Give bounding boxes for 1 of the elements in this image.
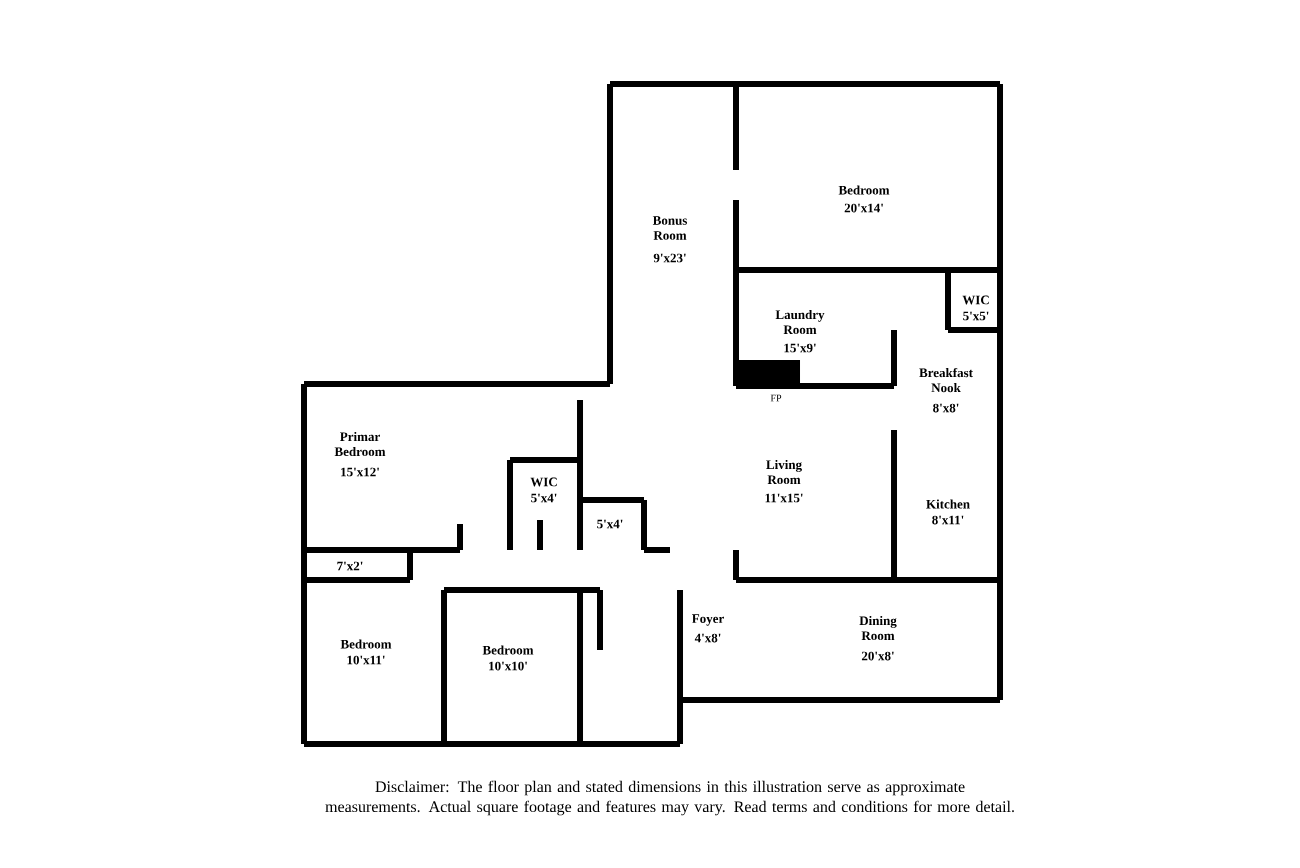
disclaimer-text: Disclaimer: The floor plan and stated dimensions in this illustration serve as approximate measurements. Actual square footage and features may vary. Read terms and conditions for more detail. — [325, 780, 1014, 816]
